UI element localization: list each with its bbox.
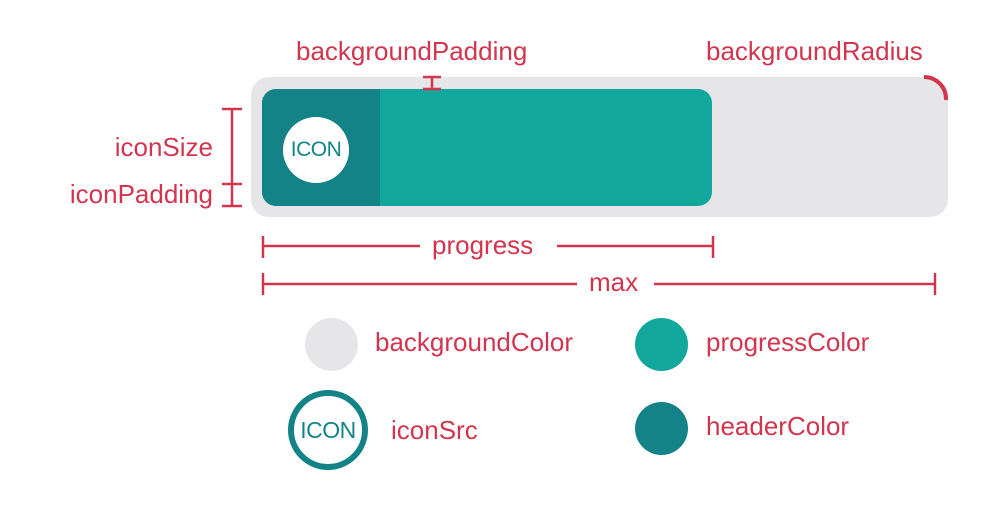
max-label: max (589, 267, 639, 297)
progress-fill: ICON (262, 89, 712, 206)
progress-color-label: progressColor (706, 327, 870, 357)
icon-src-text: ICON (300, 416, 356, 443)
background-radius-label: backgroundRadius (706, 36, 923, 66)
background-color-swatch (305, 318, 358, 371)
header-color-swatch (635, 402, 688, 455)
radius-arc (923, 74, 949, 101)
icon-padding-label: iconPadding (69, 179, 213, 209)
progress-label: progress (432, 230, 534, 260)
progress-color-swatch (635, 318, 688, 371)
icon-placeholder: ICON (283, 117, 349, 183)
icon-src-swatch: ICON (288, 390, 368, 470)
icon-placeholder-text: ICON (290, 138, 342, 161)
background-padding-label: backgroundPadding (296, 36, 528, 66)
header-color-label: headerColor (706, 411, 850, 441)
icon-size-label: iconSize (114, 132, 213, 162)
background-color-label: backgroundColor (375, 327, 574, 357)
icon-src-label: iconSrc (391, 415, 478, 445)
